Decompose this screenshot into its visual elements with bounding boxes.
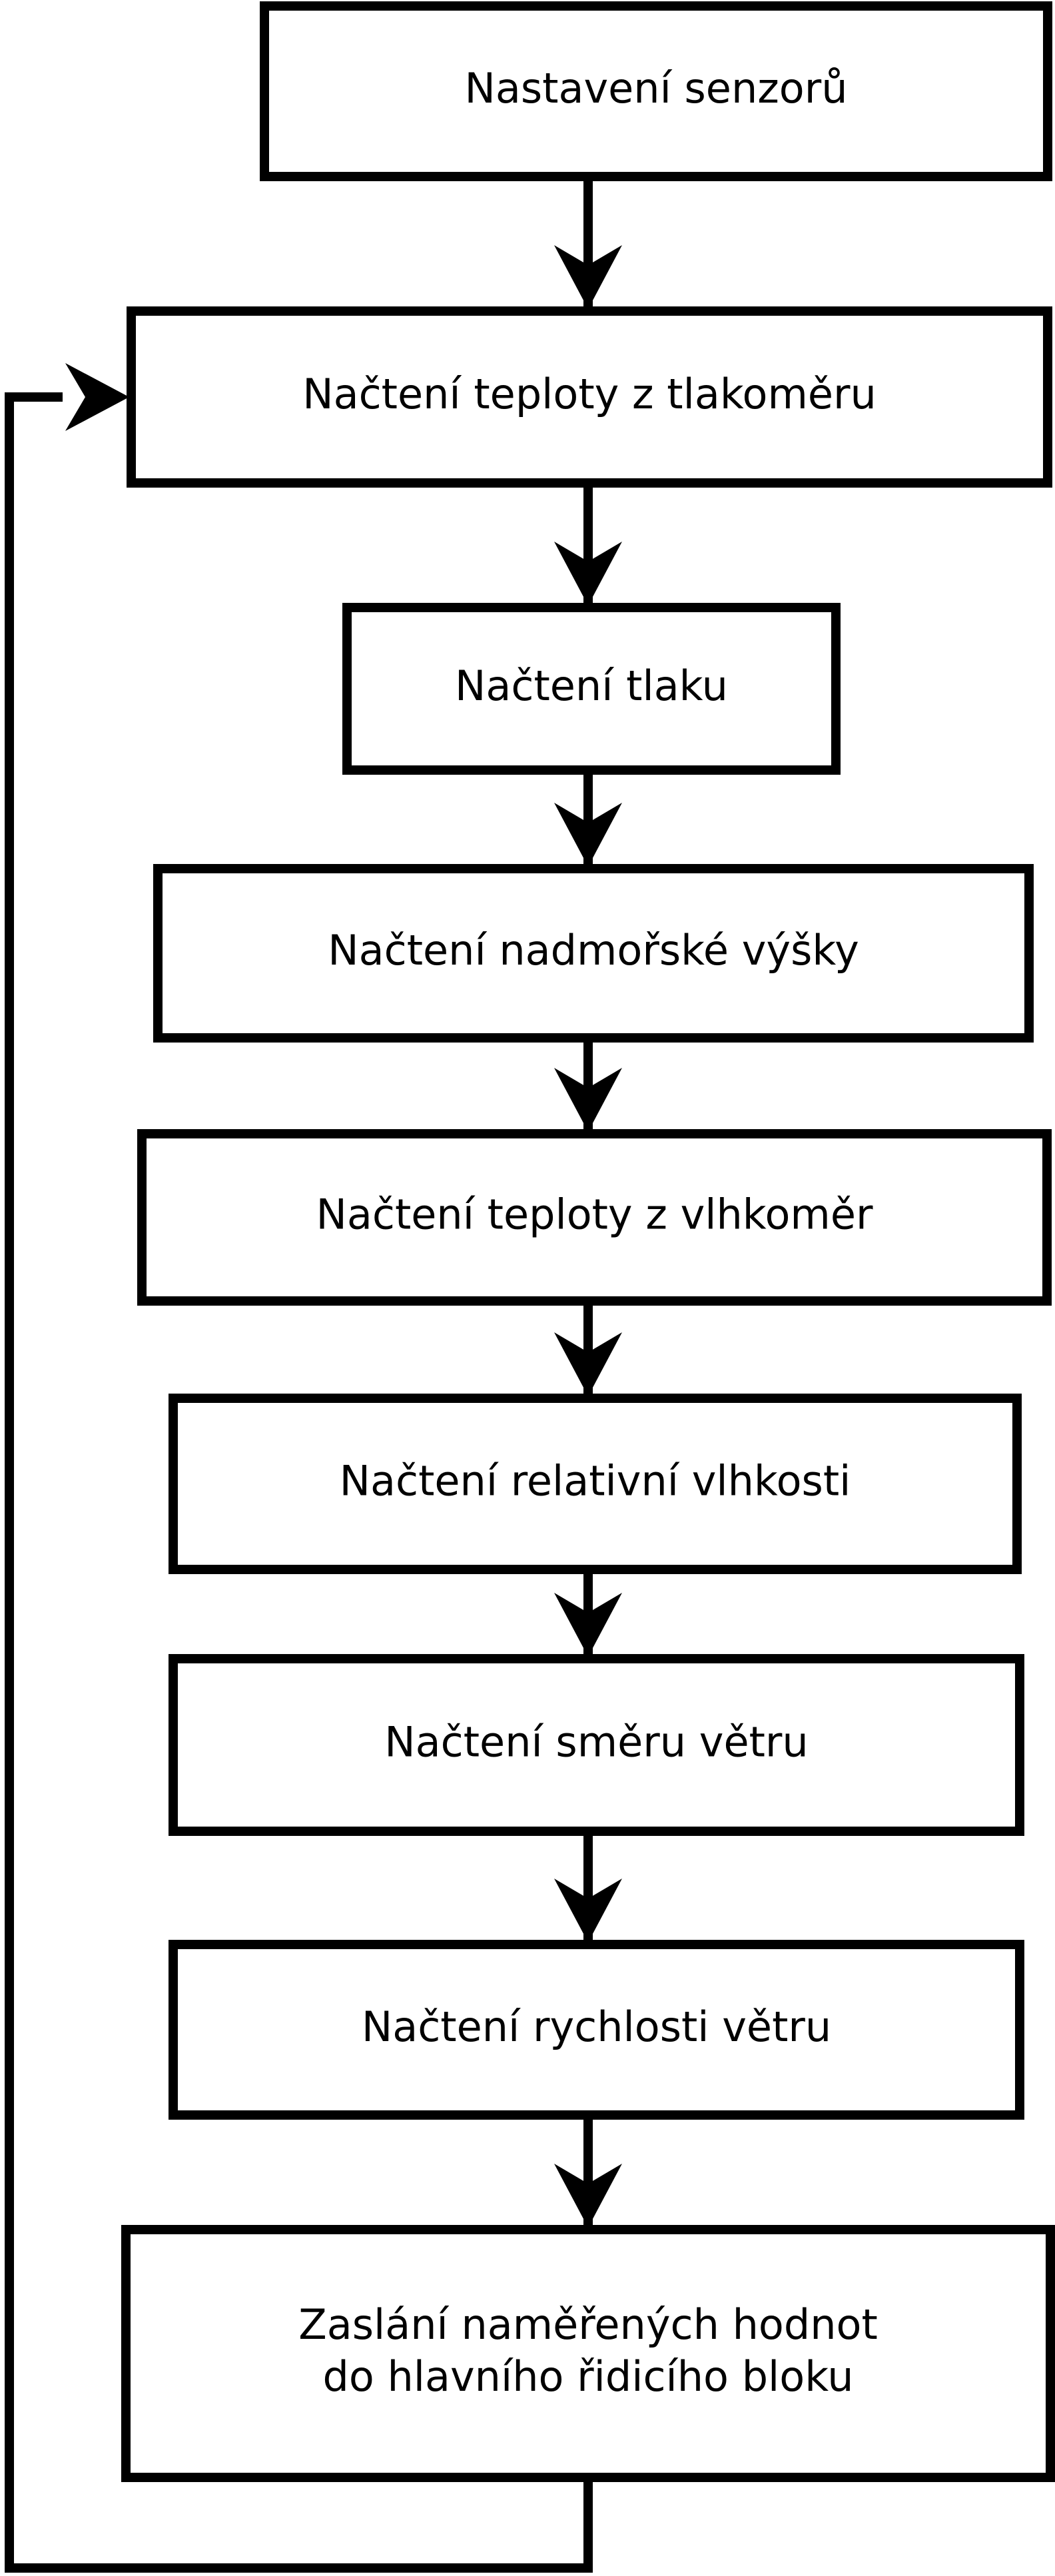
connector-pressure-to-altitude (554, 775, 622, 867)
arrowhead-down-icon (554, 542, 622, 606)
connector-humidity-to-wind-direction (554, 1574, 622, 1657)
connector-temp-hygro-to-humidity (554, 1306, 622, 1396)
arrowhead-down-icon (554, 1879, 622, 1942)
connector-temp-baro-to-pressure (554, 488, 622, 606)
flow-node-setup[interactable]: Nastavení senzorů (260, 1, 1052, 181)
flow-node-label-line: Načtení směru větru (384, 1718, 808, 1767)
arrowhead-down-icon (554, 245, 622, 309)
feedback-loop-line (5, 392, 593, 2573)
flow-node-label: Načtení teploty z tlakoměru (302, 370, 877, 418)
flow-node-read-altitude[interactable]: Načtení nadmořské výšky (153, 864, 1034, 1043)
flow-node-label: Načtení tlaku (455, 661, 728, 710)
flow-node-box[interactable] (127, 306, 1052, 488)
flow-node-read-wind-direction[interactable]: Načtení směru větru (169, 1654, 1024, 1836)
flow-node-label-line: Načtení relativní vlhkosti (340, 1457, 851, 1505)
arrowhead-down-icon (554, 1332, 622, 1396)
flow-node-label-line: Zaslání naměřených hodnot (298, 2300, 878, 2349)
connector-setup-to-temp-baro (554, 181, 622, 309)
connector-altitude-to-temp-hygro (554, 1043, 622, 1132)
flow-node-label: Nastavení senzorů (464, 64, 847, 113)
arrowhead-down-icon (554, 1593, 622, 1657)
flow-node-label-line: Načtení teploty z tlakoměru (302, 370, 877, 418)
connector-send-to-temp-baro-loop (5, 363, 593, 2573)
flow-node-read-pressure[interactable]: Načtení tlaku (342, 603, 841, 775)
flow-node-box[interactable] (169, 1394, 1022, 1574)
flow-node-label-line: Načtení teploty z vlhkoměr (316, 1190, 873, 1239)
flow-node-label-line: Nastavení senzorů (464, 64, 847, 113)
arrowhead-down-icon (554, 803, 622, 867)
flow-node-box[interactable] (169, 1940, 1024, 2120)
connector-wind-speed-to-send (554, 2120, 622, 2228)
flow-node-box[interactable] (137, 1129, 1052, 1306)
arrowhead-down-icon (554, 2164, 622, 2228)
flow-node-label-line: Načtení rychlosti větru (362, 2002, 831, 2051)
flow-node-label: Načtení relativní vlhkosti (340, 1457, 851, 1505)
flow-node-read-humidity[interactable]: Načtení relativní vlhkosti (169, 1394, 1022, 1574)
flow-node-box[interactable] (260, 1, 1052, 181)
arrowhead-right-icon (65, 363, 129, 431)
flow-node-read-temp-hygro[interactable]: Načtení teploty z vlhkoměr (137, 1129, 1052, 1306)
flow-node-label: Načtení směru větru (384, 1718, 808, 1767)
flow-node-box[interactable] (121, 2225, 1055, 2482)
arrowhead-down-icon (554, 1068, 622, 1132)
flow-node-box[interactable] (153, 864, 1034, 1043)
connector-wind-direction-to-wind-speed (554, 1836, 622, 1942)
flow-node-label: Načtení rychlosti větru (362, 2002, 831, 2051)
flow-node-label-line: Načtení tlaku (455, 661, 728, 710)
flow-node-box[interactable] (342, 603, 841, 775)
flow-node-label: Načtení teploty z vlhkoměr (316, 1190, 873, 1239)
flow-node-read-temp-baro[interactable]: Načtení teploty z tlakoměru (127, 306, 1052, 488)
flow-node-box[interactable] (169, 1654, 1024, 1836)
flow-node-label-line: Načtení nadmořské výšky (328, 926, 859, 975)
connector-layer (5, 181, 622, 2573)
flow-node-label-line: do hlavního řidicího bloku (322, 2352, 853, 2401)
flow-node-read-wind-speed[interactable]: Načtení rychlosti větru (169, 1940, 1024, 2120)
flow-node-label: Načtení nadmořské výšky (328, 926, 859, 975)
